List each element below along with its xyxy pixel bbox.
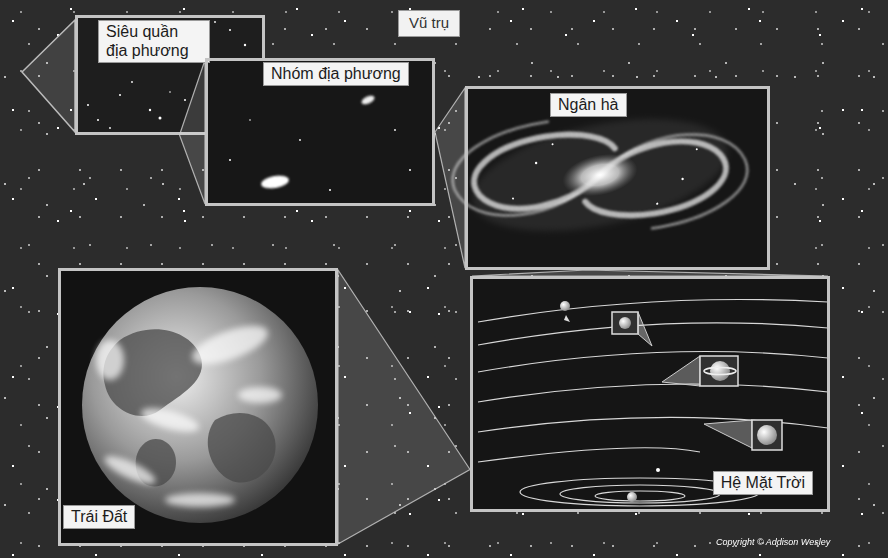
- panel-label: Ngân hà: [550, 93, 627, 117]
- panel-label-text: Trái Đất: [71, 507, 127, 526]
- panel-label: Siêu quần địa phương: [98, 20, 210, 63]
- funnel-plane: [338, 270, 470, 544]
- funnel-plane: [180, 60, 206, 204]
- scale-panel: Ngân hà: [465, 86, 770, 270]
- scale-panel: Trái Đất: [58, 268, 338, 546]
- funnel-plane: [435, 88, 465, 268]
- tag-text: Vũ trụ: [409, 14, 449, 32]
- zoom-funnel: [338, 270, 470, 544]
- panel-label-text: Nhóm địa phương: [271, 64, 401, 83]
- scale-panel: Hệ Mặt Trời: [470, 276, 830, 512]
- panel-label-text: Ngân hà: [558, 95, 619, 114]
- panel-label-text: Hệ Mặt Trời: [721, 473, 805, 492]
- panel-label: Hệ Mặt Trời: [713, 471, 813, 495]
- scale-panel: Siêu quần địa phương: [75, 15, 265, 135]
- panel-label-text: Siêu quần địa phương: [106, 22, 202, 60]
- copyright-text: Copyright © Addison Wesley: [716, 537, 830, 547]
- panel-label: Nhóm địa phương: [263, 62, 409, 86]
- zoom-funnel: [180, 60, 206, 204]
- scale-panel: Nhóm địa phương: [205, 58, 435, 206]
- panel-label: Trái Đất: [63, 505, 135, 529]
- copyright-note: Copyright © Addison Wesley: [716, 537, 830, 547]
- zoom-funnel: [435, 88, 465, 268]
- title-tag: Vũ trụ: [398, 10, 460, 37]
